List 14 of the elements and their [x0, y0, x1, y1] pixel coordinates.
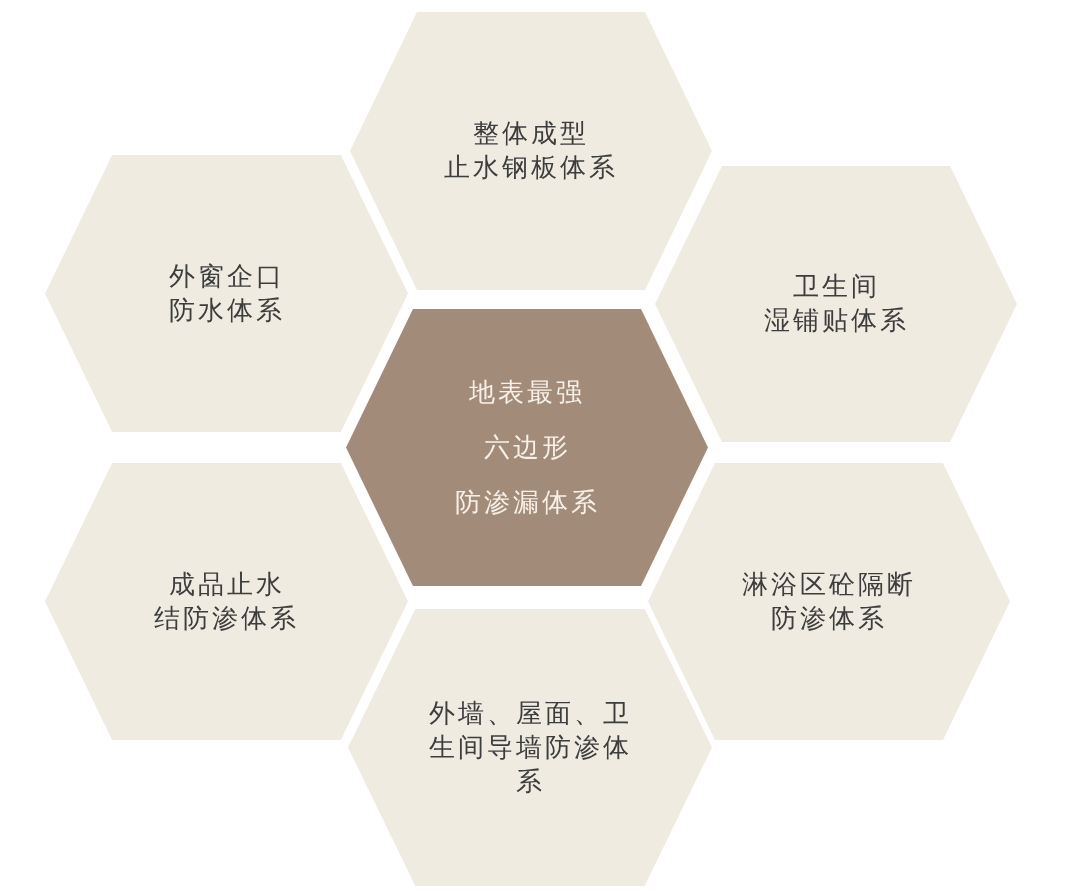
hexagon-label: 成品止水结防渗体系	[153, 568, 300, 635]
hexagon-tile	[648, 463, 1010, 740]
hexagon-tile	[45, 155, 408, 432]
hexagon-label: 淋浴区砼隔断防渗体系	[741, 568, 917, 635]
hexagon-tile	[45, 463, 408, 740]
hexagon-tile	[350, 12, 712, 290]
hexagon-label: 卫生间湿铺贴体系	[762, 271, 910, 337]
hexagon-tile	[655, 166, 1017, 442]
hexagon-label: 整体成型止水钢板体系	[443, 118, 619, 184]
hexagon-label: 外墙、屋面、卫生间导墙防渗体系	[427, 697, 633, 798]
hexagon-tile	[348, 609, 712, 886]
hexagon-tile	[346, 309, 708, 586]
hexagon-label: 地表最强六边形防渗漏体系	[453, 377, 601, 519]
hexagon-label: 外窗企口防水体系	[167, 260, 286, 327]
